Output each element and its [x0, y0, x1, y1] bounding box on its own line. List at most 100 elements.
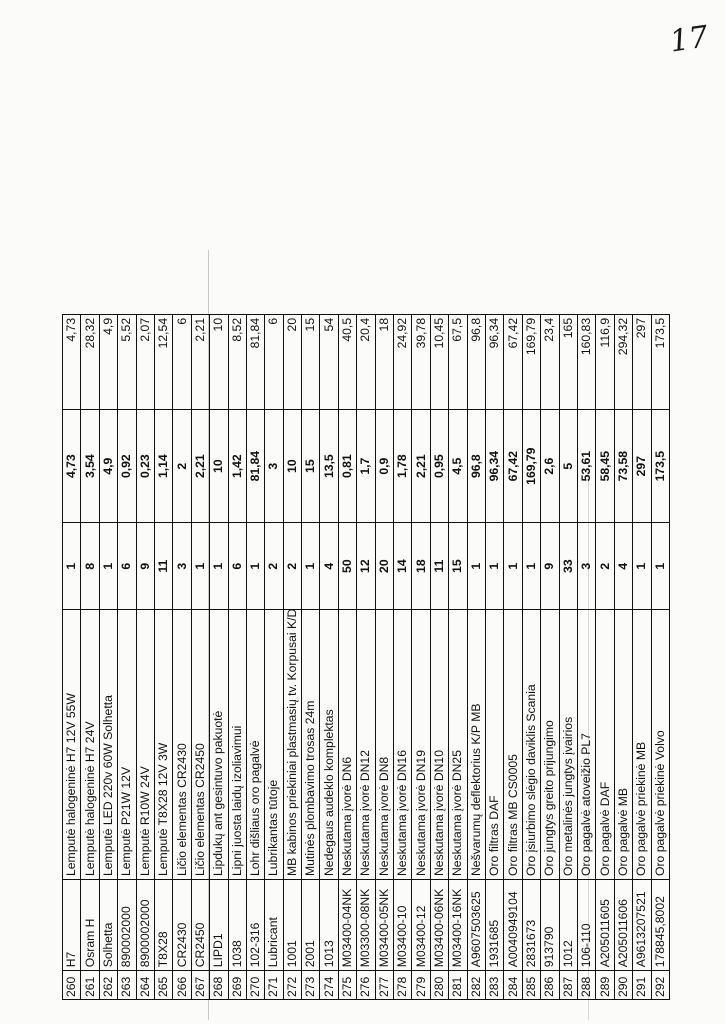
row-number-cell: 265	[154, 970, 173, 1000]
total-cell: 10,45	[430, 314, 449, 410]
quantity-cell: 11	[154, 522, 173, 610]
part-name-cell: Oro filtras DAF	[485, 609, 504, 880]
row-number-cell: 277	[375, 970, 394, 1000]
part-code-cell: 2831673	[522, 879, 541, 971]
blank-margin-cell	[614, 281, 632, 315]
part-name-cell: Neskutama įvorė DN6	[338, 609, 357, 880]
part-code-cell: 178845,8002	[651, 879, 670, 971]
part-name-cell: Lemputė P21W 12V	[117, 609, 137, 880]
part-name-cell: Lohr dišliaus oro pagalvė	[246, 609, 265, 880]
unit-price-cell: 10	[283, 409, 302, 523]
row-number-cell: 276	[356, 970, 376, 1000]
quantity-cell: 6	[117, 522, 137, 610]
blank-margin-cell	[320, 281, 338, 315]
part-name-cell: Nedegaus audeklo komplektas	[319, 609, 339, 880]
part-code-cell: 2001	[301, 879, 320, 971]
quantity-cell: 9	[136, 522, 155, 610]
row-number-cell: 266	[172, 970, 192, 1000]
quantity-cell: 12	[356, 522, 376, 610]
unit-price-cell: 4,5	[448, 409, 468, 523]
part-name-cell: Oro jungtys greito prijungimo	[540, 609, 560, 880]
blank-margin-cell	[246, 281, 264, 315]
row-number-cell: 274	[319, 970, 339, 1000]
blank-margin-cell	[430, 281, 448, 315]
unit-price-cell: 96,8	[467, 409, 486, 523]
row-number-cell: 273	[301, 970, 320, 1000]
unit-price-cell: 1,14	[154, 409, 173, 523]
blank-margin-cell	[210, 281, 228, 315]
row-number-cell: 279	[411, 970, 431, 1000]
quantity-cell: 14	[393, 522, 412, 610]
part-name-cell: Lubrikantas tūtoje	[264, 609, 284, 880]
unit-price-cell: 58,45	[595, 409, 615, 523]
part-name-cell: Neskutama įvorė DN25	[448, 609, 468, 880]
blank-margin-cell	[154, 281, 172, 315]
row-number-cell: 270	[246, 970, 265, 1000]
unit-price-cell: 2,21	[191, 409, 210, 523]
total-cell: 8,52	[228, 314, 247, 410]
part-code-cell: 102-316	[246, 879, 265, 971]
unit-price-cell: 81,84	[246, 409, 265, 523]
part-name-cell: Lipdukų ant gesintuvo pakuotė	[209, 609, 229, 880]
blank-margin-cell	[302, 281, 320, 315]
row-number-cell: 275	[338, 970, 357, 1000]
quantity-cell: 11	[430, 522, 449, 610]
part-code-cell: 1931685	[485, 879, 504, 971]
unit-price-cell: 0,95	[430, 409, 449, 523]
total-cell: 39,78	[411, 314, 431, 410]
total-cell: 116,9	[595, 314, 615, 410]
quantity-cell: 1	[191, 522, 210, 610]
unit-price-cell: 169,79	[522, 409, 541, 523]
blank-margin-cell	[118, 281, 136, 315]
row-number-cell: 263	[117, 970, 137, 1000]
total-cell: 81,84	[246, 314, 265, 410]
row-number-cell: 289	[595, 970, 615, 1000]
quantity-cell: 4	[614, 522, 633, 610]
quantity-cell: 1	[246, 522, 265, 610]
unit-price-cell: 73,58	[614, 409, 633, 523]
row-number-cell: 281	[448, 970, 468, 1000]
total-cell: 6	[172, 314, 192, 410]
part-code-cell: 1001	[283, 879, 302, 971]
part-code-cell: CR2450	[191, 879, 210, 971]
blank-margin-cell	[485, 281, 503, 315]
part-name-cell: Neskutama įvorė DN8	[375, 609, 394, 880]
unit-price-cell: 3	[264, 409, 284, 523]
part-code-cell: A0040949104	[503, 879, 523, 971]
row-number-cell: 268	[209, 970, 229, 1000]
part-name-cell: Oro filtras MB CS0005	[503, 609, 523, 880]
part-name-cell: Lemputė halogeninė H7 12V 55W	[62, 609, 81, 880]
quantity-cell: 50	[338, 522, 357, 610]
total-cell: 67,5	[448, 314, 468, 410]
row-number-cell: 262	[99, 970, 118, 1000]
unit-price-cell: 1,42	[228, 409, 247, 523]
part-name-cell: Oro pagalvė atoveižio PL7	[577, 609, 596, 880]
part-name-cell: Nešvarumų deflektorius K/P MB	[467, 609, 486, 880]
blank-margin-cell	[173, 281, 191, 315]
quantity-cell: 3	[577, 522, 596, 610]
unit-price-cell: 4,73	[62, 409, 81, 523]
row-number-cell: 290	[614, 970, 633, 1000]
scan-artifact-line	[588, 480, 589, 1020]
row-number-cell: 260	[62, 970, 81, 1000]
part-code-cell: M03400-16NK	[448, 879, 468, 971]
quantity-cell: 2	[595, 522, 615, 610]
part-code-cell: 106-110	[577, 879, 596, 971]
blank-margin-cell	[357, 281, 375, 315]
part-code-cell: A9607503625	[467, 879, 486, 971]
part-code-cell: A9613207521	[632, 879, 651, 971]
part-code-cell: Osram H	[80, 879, 100, 971]
part-name-cell: Lemputė T8X28 12V 3W	[154, 609, 173, 880]
